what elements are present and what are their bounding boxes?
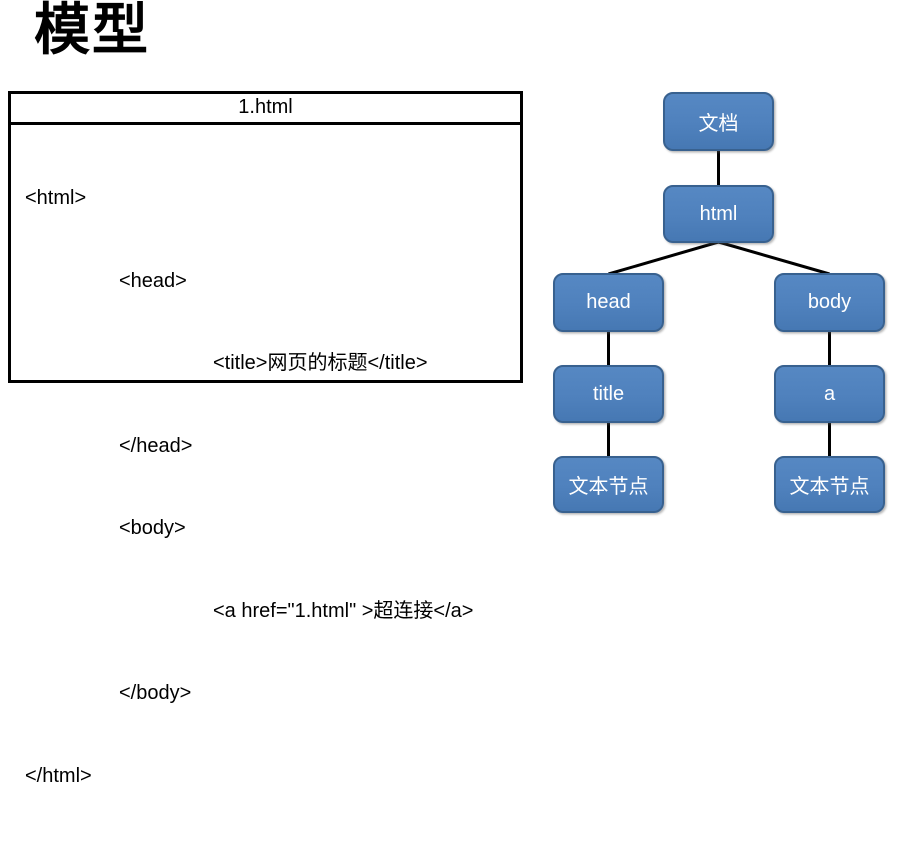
code-box-filename: 1.html <box>11 94 520 125</box>
code-line: </head> <box>119 434 193 457</box>
tree-node-body: body <box>774 273 885 332</box>
tree-node-head: head <box>553 273 664 332</box>
tree-node-a: a <box>774 365 885 423</box>
tree-node-title: title <box>553 365 664 423</box>
code-line: <a href="1.html" >超连接</a> <box>213 599 474 622</box>
code-line: <html> <box>25 187 87 209</box>
code-line: <title>网页的标题</title> <box>213 352 428 374</box>
tree-node-document: 文档 <box>663 92 774 151</box>
code-line: </html> <box>25 764 92 787</box>
tree-node-text-right: 文本节点 <box>774 456 885 513</box>
tree-node-html: html <box>663 185 774 243</box>
code-line: </body> <box>119 682 192 704</box>
tree-node-text-left: 文本节点 <box>553 456 664 513</box>
code-line: <head> <box>119 269 187 292</box>
slide-title: 模型 <box>34 0 150 61</box>
tree-connectors <box>607 151 831 457</box>
